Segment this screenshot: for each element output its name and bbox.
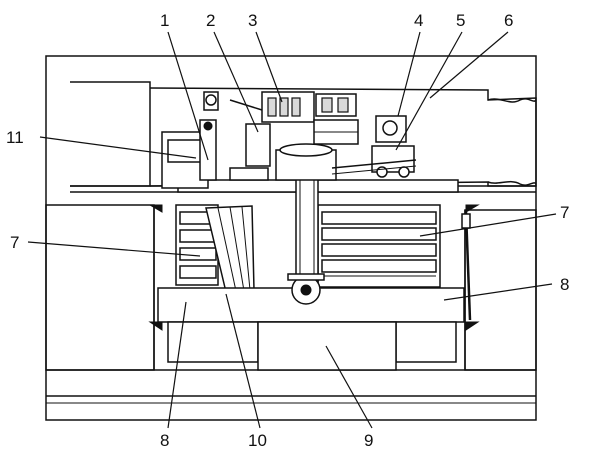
callout-2: 2 [206,11,215,30]
callout-8-right: 8 [560,275,569,294]
callout-7-left: 7 [10,233,19,252]
central-shaft [275,143,337,288]
callout-1: 1 [160,11,169,30]
callout-10: 10 [248,431,267,450]
callout-3: 3 [248,11,257,30]
callout-4: 4 [414,11,423,30]
shaft-motor [287,273,325,305]
callout-labels: 1 2 3 4 5 6 11 7 7 8 8 10 9 [6,11,569,450]
leader-lines [27,31,557,429]
upper-left-machinery [161,91,219,189]
upper-right-machinery [331,115,417,178]
hull-frame [45,55,537,421]
inclined-duct [205,205,255,293]
callout-5: 5 [456,11,465,30]
right-radiator-stack [317,204,441,288]
callout-7-right: 7 [560,203,569,222]
callout-9: 9 [364,431,373,450]
deck-joints [148,204,480,331]
callout-11: 11 [6,128,24,147]
callout-6: 6 [504,11,513,30]
callout-8-left: 8 [160,431,169,450]
upper-center-machinery [229,91,359,181]
